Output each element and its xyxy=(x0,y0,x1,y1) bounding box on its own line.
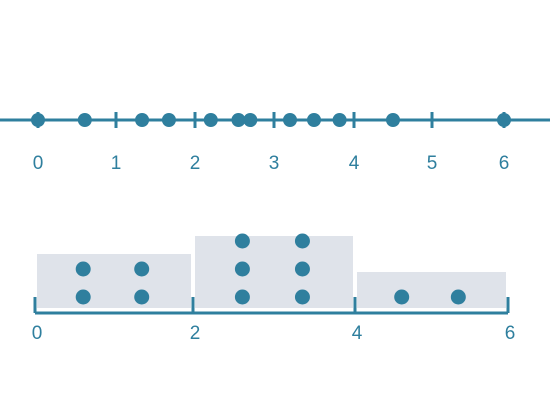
bin-count-dot xyxy=(294,233,310,249)
binned-histogram: 0 2 4 6 xyxy=(32,233,516,344)
data-point-dot xyxy=(161,113,176,127)
histogram-edge-label: 2 xyxy=(190,323,201,344)
bin-count-dot xyxy=(134,289,150,305)
histogram-edge-label: 6 xyxy=(505,323,516,344)
data-point-dot xyxy=(77,113,92,127)
number-line-tick-label: 0 xyxy=(33,153,44,174)
bin-count-dot xyxy=(134,261,150,277)
number-line-tick-label: 3 xyxy=(269,153,280,174)
bin-count-dot xyxy=(234,261,250,277)
data-point-dot xyxy=(231,113,246,127)
histogram-bin xyxy=(195,236,353,308)
data-point-dot xyxy=(332,113,347,127)
data-point-dot xyxy=(283,113,297,127)
bin-count-dot xyxy=(450,289,466,305)
bin-count-dot xyxy=(234,233,250,249)
bin-count-dot xyxy=(234,289,250,305)
data-point-dot xyxy=(386,113,400,127)
data-point-dot xyxy=(307,113,321,127)
data-point-dot xyxy=(135,113,150,127)
histogram-edge-label: 0 xyxy=(32,323,43,344)
number-line-tick-label: 5 xyxy=(427,153,438,174)
number-line-tick-label: 1 xyxy=(111,153,122,174)
bin-count-dot xyxy=(294,261,310,277)
data-point-dot xyxy=(497,113,511,127)
number-line: 0 1 2 3 4 5 6 xyxy=(0,112,550,174)
histogram-bin xyxy=(37,254,191,308)
number-line-tick-label: 2 xyxy=(190,153,201,174)
bin-count-dot xyxy=(294,289,310,305)
bin-count-dot xyxy=(394,289,410,305)
bin-count-dot xyxy=(75,289,91,305)
histogram-bin xyxy=(357,272,506,308)
data-point-dot xyxy=(31,113,45,127)
data-point-dot xyxy=(243,113,258,127)
bin-count-dot xyxy=(75,261,91,277)
number-line-tick-label: 4 xyxy=(349,153,360,174)
data-point-dot xyxy=(203,113,218,127)
number-line-tick-label: 6 xyxy=(499,153,510,174)
histogram-edge-label: 4 xyxy=(352,323,363,344)
